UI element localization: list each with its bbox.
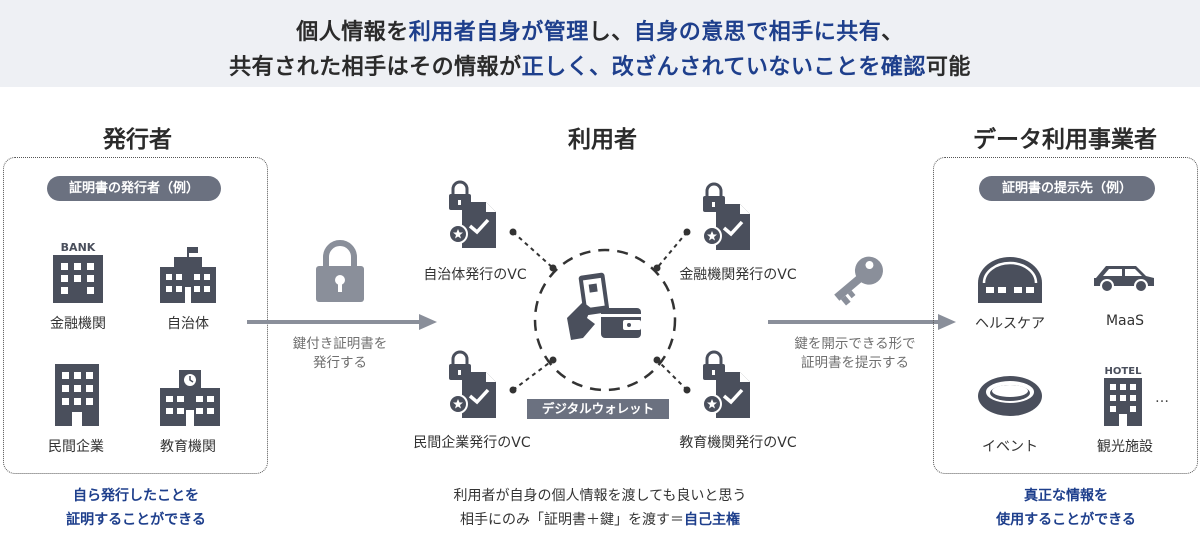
car-icon (1094, 266, 1154, 293)
key-icon (834, 256, 883, 306)
present-arrow-label-2: 証明書を提示する (801, 355, 909, 371)
banner-line2-segment-0: 共有された相手はその情報が (229, 55, 522, 80)
banner-line-1: 個人情報を利用者自身が管理し、自身の意思で相手に共有、 (0, 14, 1200, 46)
issuer-bank-label: 金融機関 (50, 316, 106, 332)
issuer-school-label: 教育機関 (160, 439, 216, 455)
banner-line-2: 共有された相手はその情報が正しく、改ざんされていないことを確認可能 (0, 49, 1200, 81)
user-title: 利用者 (568, 127, 637, 153)
vc-label-bank: 金融機関発行のVC (679, 267, 797, 283)
issuer-note-line1: 自ら発行したことを (73, 488, 199, 504)
verifier-event-label: イベント (982, 439, 1038, 455)
banner-line2-segment-1: 正しく、改ざんされていないことを確認 (521, 55, 926, 80)
user-note-prefix: 相手にのみ「証明書＋鍵」を渡す＝ (460, 512, 684, 528)
office-building-icon (55, 364, 99, 426)
hotel-icon: HOTEL (1104, 366, 1143, 426)
verifier-health-label: ヘルスケア (975, 316, 1045, 332)
school-icon (160, 370, 220, 426)
vc-certificate-icon (702, 182, 750, 250)
verifier-note-line2: 使用することができる (996, 512, 1136, 528)
issuer-title: 発行者 (103, 127, 172, 153)
issuer-note-line2: 証明することができる (66, 512, 206, 528)
hand-phone-wallet-icon (567, 272, 641, 340)
issue-arrow (247, 314, 437, 330)
banner-line1-segment-0: 個人情報を (296, 20, 409, 45)
verifier-title: データ利用事業者 (973, 127, 1157, 153)
issuer-gov-label: 自治体 (167, 316, 209, 332)
banner-line1-segment-1: 利用者自身が管理 (408, 20, 589, 45)
issuer-box (3, 157, 268, 474)
present-arrow (768, 314, 956, 330)
user-note-line2: 相手にのみ「証明書＋鍵」を渡す＝自己主権 (350, 508, 850, 532)
verifier-pill: 証明書の提示先（例） (979, 176, 1155, 201)
digital-wallet-label: デジタルウォレット (527, 399, 669, 419)
vc-certificate-icon (448, 180, 496, 248)
banner-line1-segment-2: し、 (588, 20, 634, 45)
banner-line1-segment-4: 、 (881, 20, 904, 45)
user-note-line1: 利用者が自身の個人情報を渡しても良いと思う (453, 488, 747, 504)
vc-label-gov: 自治体発行のVC (423, 267, 527, 283)
verifier-tourism-label: 観光施設 (1097, 439, 1153, 455)
more-ellipsis: … (1155, 390, 1169, 406)
vc-certificate-icon (448, 350, 496, 418)
issuer-company-label: 民間企業 (48, 439, 104, 455)
hotel-sign-text: HOTEL (1105, 366, 1143, 377)
healthcare-icon (978, 257, 1042, 303)
banner-line2-segment-2: 可能 (925, 55, 971, 80)
bank-sign-text: BANK (61, 241, 96, 254)
stadium-icon (978, 376, 1042, 416)
verifier-box (933, 157, 1198, 474)
banner-line1-segment-3: 自身の意思で相手に共有 (633, 20, 882, 45)
issue-arrow-label-2: 発行する (313, 355, 367, 371)
issue-arrow-label-1: 鍵付き証明書を (292, 336, 388, 352)
vc-label-company: 民間企業発行のVC (413, 435, 531, 451)
city-hall-icon (160, 247, 216, 303)
present-arrow-label-1: 鍵を開示できる形で (794, 336, 916, 352)
self-sovereign-highlight: 自己主権 (684, 512, 740, 528)
issuer-pill: 証明書の発行者（例） (47, 176, 221, 201)
bank-icon: BANK (53, 241, 103, 303)
vc-certificate-icon (702, 350, 750, 418)
verifier-note-line1: 真正な情報を (1024, 488, 1108, 504)
vc-label-school: 教育機関発行のVC (679, 435, 797, 451)
header-banner (0, 0, 1200, 87)
verifier-maas-label: MaaS (1105, 313, 1145, 329)
padlock-icon (316, 240, 364, 302)
